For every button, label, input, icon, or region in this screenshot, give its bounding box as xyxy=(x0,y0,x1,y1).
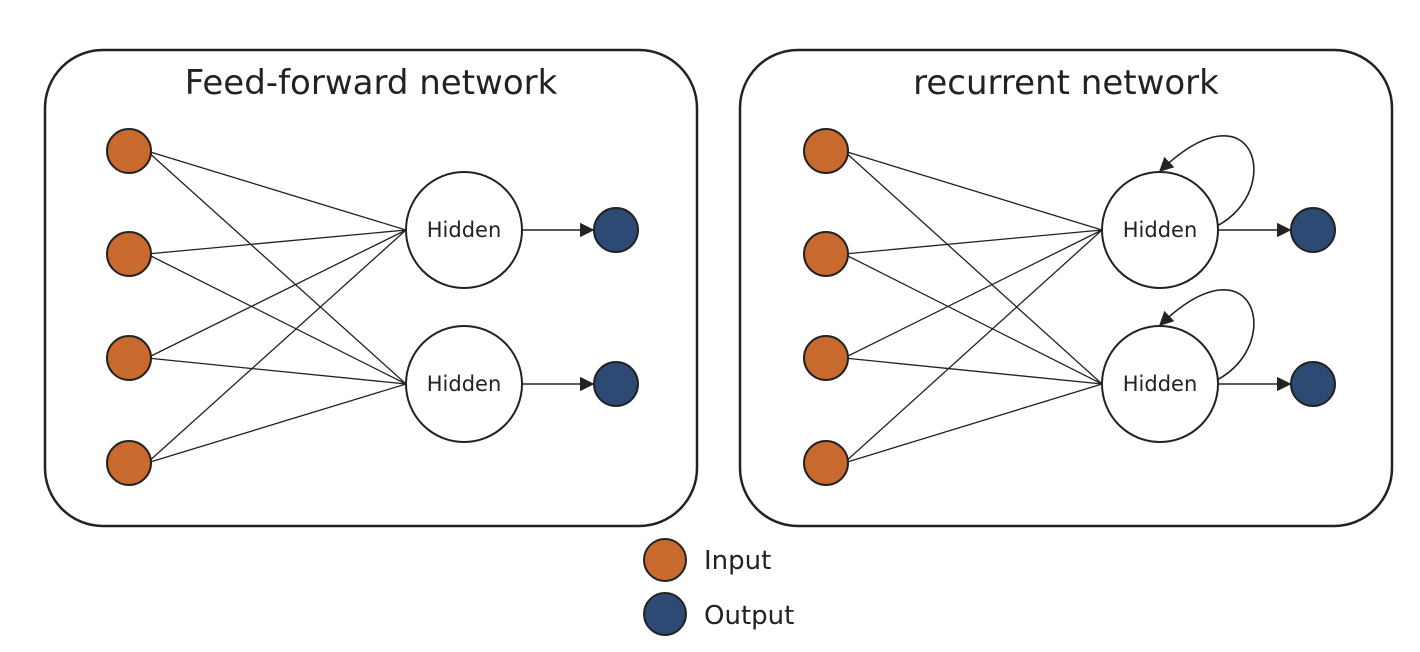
hidden-node xyxy=(405,171,523,289)
input-hidden-edge xyxy=(146,150,407,385)
output-node xyxy=(593,207,639,253)
input-hidden-edge xyxy=(146,253,407,385)
recurrent-title: recurrent network xyxy=(913,63,1219,103)
feedforward-title: Feed-forward network xyxy=(185,63,558,103)
recurrent-loop-arrow xyxy=(1158,135,1255,227)
input-hidden-edge xyxy=(843,229,1103,464)
input-node xyxy=(803,440,849,486)
input-hidden-edge xyxy=(843,150,1103,231)
input-hidden-edge xyxy=(146,150,407,231)
hidden-node xyxy=(1101,171,1219,289)
hidden-node-label: Hidden xyxy=(427,372,502,396)
output-node xyxy=(1290,361,1336,407)
input-hidden-edge xyxy=(843,253,1103,385)
input-hidden-edge xyxy=(146,383,407,464)
input-node xyxy=(106,335,152,381)
recurrent-loop-arrow xyxy=(1158,289,1255,381)
input-hidden-edge xyxy=(146,229,407,255)
input-node xyxy=(106,231,152,277)
recurrent-edges xyxy=(843,135,1292,464)
input-hidden-edge xyxy=(843,150,1103,385)
legend-input-swatch xyxy=(643,538,687,582)
hidden-node xyxy=(1101,325,1219,443)
input-node xyxy=(106,440,152,486)
input-node xyxy=(803,335,849,381)
input-hidden-edge xyxy=(843,383,1103,464)
input-hidden-edge xyxy=(843,357,1103,385)
input-node xyxy=(803,231,849,277)
output-node xyxy=(1290,207,1336,253)
legend: Input Output xyxy=(643,538,794,636)
hidden-node-label: Hidden xyxy=(1123,372,1198,396)
legend-output-swatch xyxy=(643,592,687,636)
input-hidden-edge xyxy=(146,229,407,464)
hidden-node xyxy=(405,325,523,443)
input-node xyxy=(106,128,152,174)
input-hidden-edge xyxy=(146,357,407,385)
legend-input-label: Input xyxy=(704,546,771,576)
input-hidden-edge xyxy=(146,229,407,359)
input-hidden-edge xyxy=(843,229,1103,255)
feedforward-edges xyxy=(146,150,595,464)
hidden-node-label: Hidden xyxy=(1123,218,1198,242)
legend-output-label: Output xyxy=(704,601,794,631)
input-hidden-edge xyxy=(843,229,1103,359)
input-node xyxy=(803,128,849,174)
hidden-node-label: Hidden xyxy=(427,218,502,242)
output-node xyxy=(593,361,639,407)
